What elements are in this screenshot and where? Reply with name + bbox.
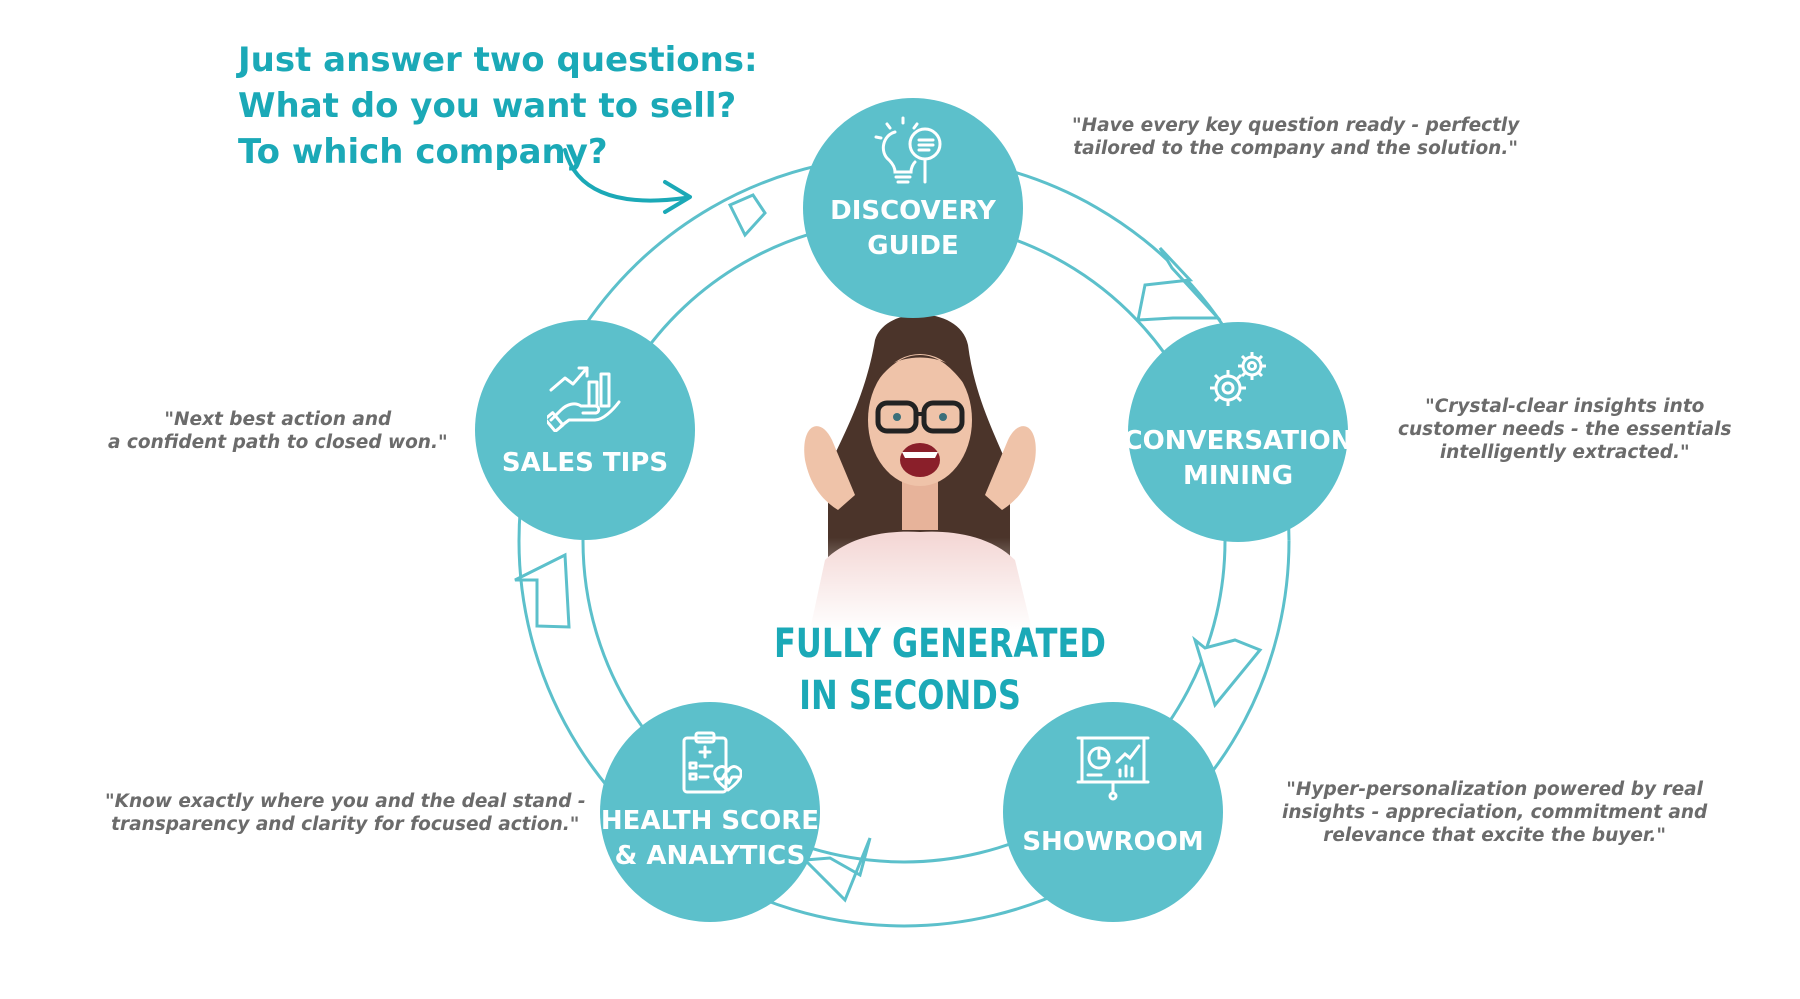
quote-sales-tips: "Next best action and a confident path t… <box>108 408 448 454</box>
step-label-line-1: DISCOVERY <box>830 196 996 226</box>
intro-line-1: Just answer two questions: <box>238 40 758 80</box>
quote-discovery-guide: "Have every key question ready - perfect… <box>1072 114 1519 160</box>
ring-arrow-5 <box>727 193 767 238</box>
intro-line-2: What do you want to sell? <box>238 86 737 126</box>
gears-icon <box>1210 352 1266 406</box>
quote-line-2: customer needs - the essentials <box>1398 419 1732 440</box>
ring-arrow-4 <box>514 552 571 629</box>
center-title-line-2: IN SECONDS <box>799 673 1021 719</box>
quote-showroom: "Hyper-personalization powered by real i… <box>1282 778 1707 847</box>
intro-arrowhead <box>663 180 692 214</box>
step-label-line-1: CONVERSATION <box>1123 426 1353 456</box>
quote-line-2: a confident path to closed won." <box>108 432 448 453</box>
quote-line-1: "Hyper-personalization powered by real <box>1286 779 1703 800</box>
step-discovery-guide: DISCOVERY GUIDE <box>803 98 1023 318</box>
excited-woman-photo <box>770 300 1070 630</box>
quote-line-1: "Know exactly where you and the deal sta… <box>105 791 586 812</box>
quote-health-score-analytics: "Know exactly where you and the deal sta… <box>105 790 586 836</box>
quote-line-3: relevance that excite the buyer." <box>1323 825 1667 846</box>
quote-line-2: transparency and clarity for focused act… <box>111 814 580 835</box>
step-label-line-2: MINING <box>1182 461 1294 491</box>
center-title-line-1: FULLY GENERATED <box>774 621 1106 667</box>
step-health-score-analytics: HEALTH SCORE & ANALYTICS <box>600 702 820 922</box>
intro-arrow <box>563 148 687 203</box>
step-sales-tips: SALES TIPS <box>475 320 695 540</box>
step-label-line-2: & ANALYTICS <box>614 841 806 871</box>
step-label: SHOWROOM <box>993 825 1233 860</box>
step-showroom: SHOWROOM <box>1003 702 1223 922</box>
quote-line-1: "Next best action and <box>164 409 392 430</box>
step-label-line-2: GUIDE <box>867 231 959 261</box>
intro-questions: Just answer two questions: What do you w… <box>238 37 758 175</box>
step-label: SALES TIPS <box>465 446 705 481</box>
ring-arrow-3 <box>801 837 872 903</box>
quote-line-2: tailored to the company and the solution… <box>1073 138 1519 159</box>
ring-arrow-1 <box>1136 246 1222 322</box>
step-label: CONVERSATION MINING <box>1118 424 1358 494</box>
quote-line-3: intelligently extracted." <box>1439 442 1690 463</box>
presentation-board-icon <box>1076 736 1150 801</box>
step-label: HEALTH SCORE & ANALYTICS <box>590 804 830 874</box>
step-conversation-mining: CONVERSATION MINING <box>1124 322 1352 542</box>
quote-line-1: "Crystal-clear insights into <box>1425 396 1705 417</box>
step-label-line-1: SALES TIPS <box>501 448 669 478</box>
lightbulb-magnifier-icon <box>874 116 942 184</box>
ring-arrow-2 <box>1192 635 1263 709</box>
step-label-line-1: HEALTH SCORE <box>600 806 820 836</box>
step-label-line-1: SHOWROOM <box>1022 827 1204 857</box>
quote-line-1: "Have every key question ready - perfect… <box>1072 115 1520 136</box>
clipboard-heart-icon <box>682 731 742 794</box>
quote-line-2: insights - appreciation, commitment and <box>1282 802 1708 823</box>
center-title: FULLY GENERATED IN SECONDS <box>774 618 1106 722</box>
cycle-arrows <box>514 193 1263 903</box>
intro-line-3: To which company? <box>238 132 608 172</box>
quote-conversation-mining: "Crystal-clear insights into customer ne… <box>1398 395 1731 464</box>
step-label: DISCOVERY GUIDE <box>793 194 1033 264</box>
hand-growth-chart-icon <box>547 366 621 432</box>
